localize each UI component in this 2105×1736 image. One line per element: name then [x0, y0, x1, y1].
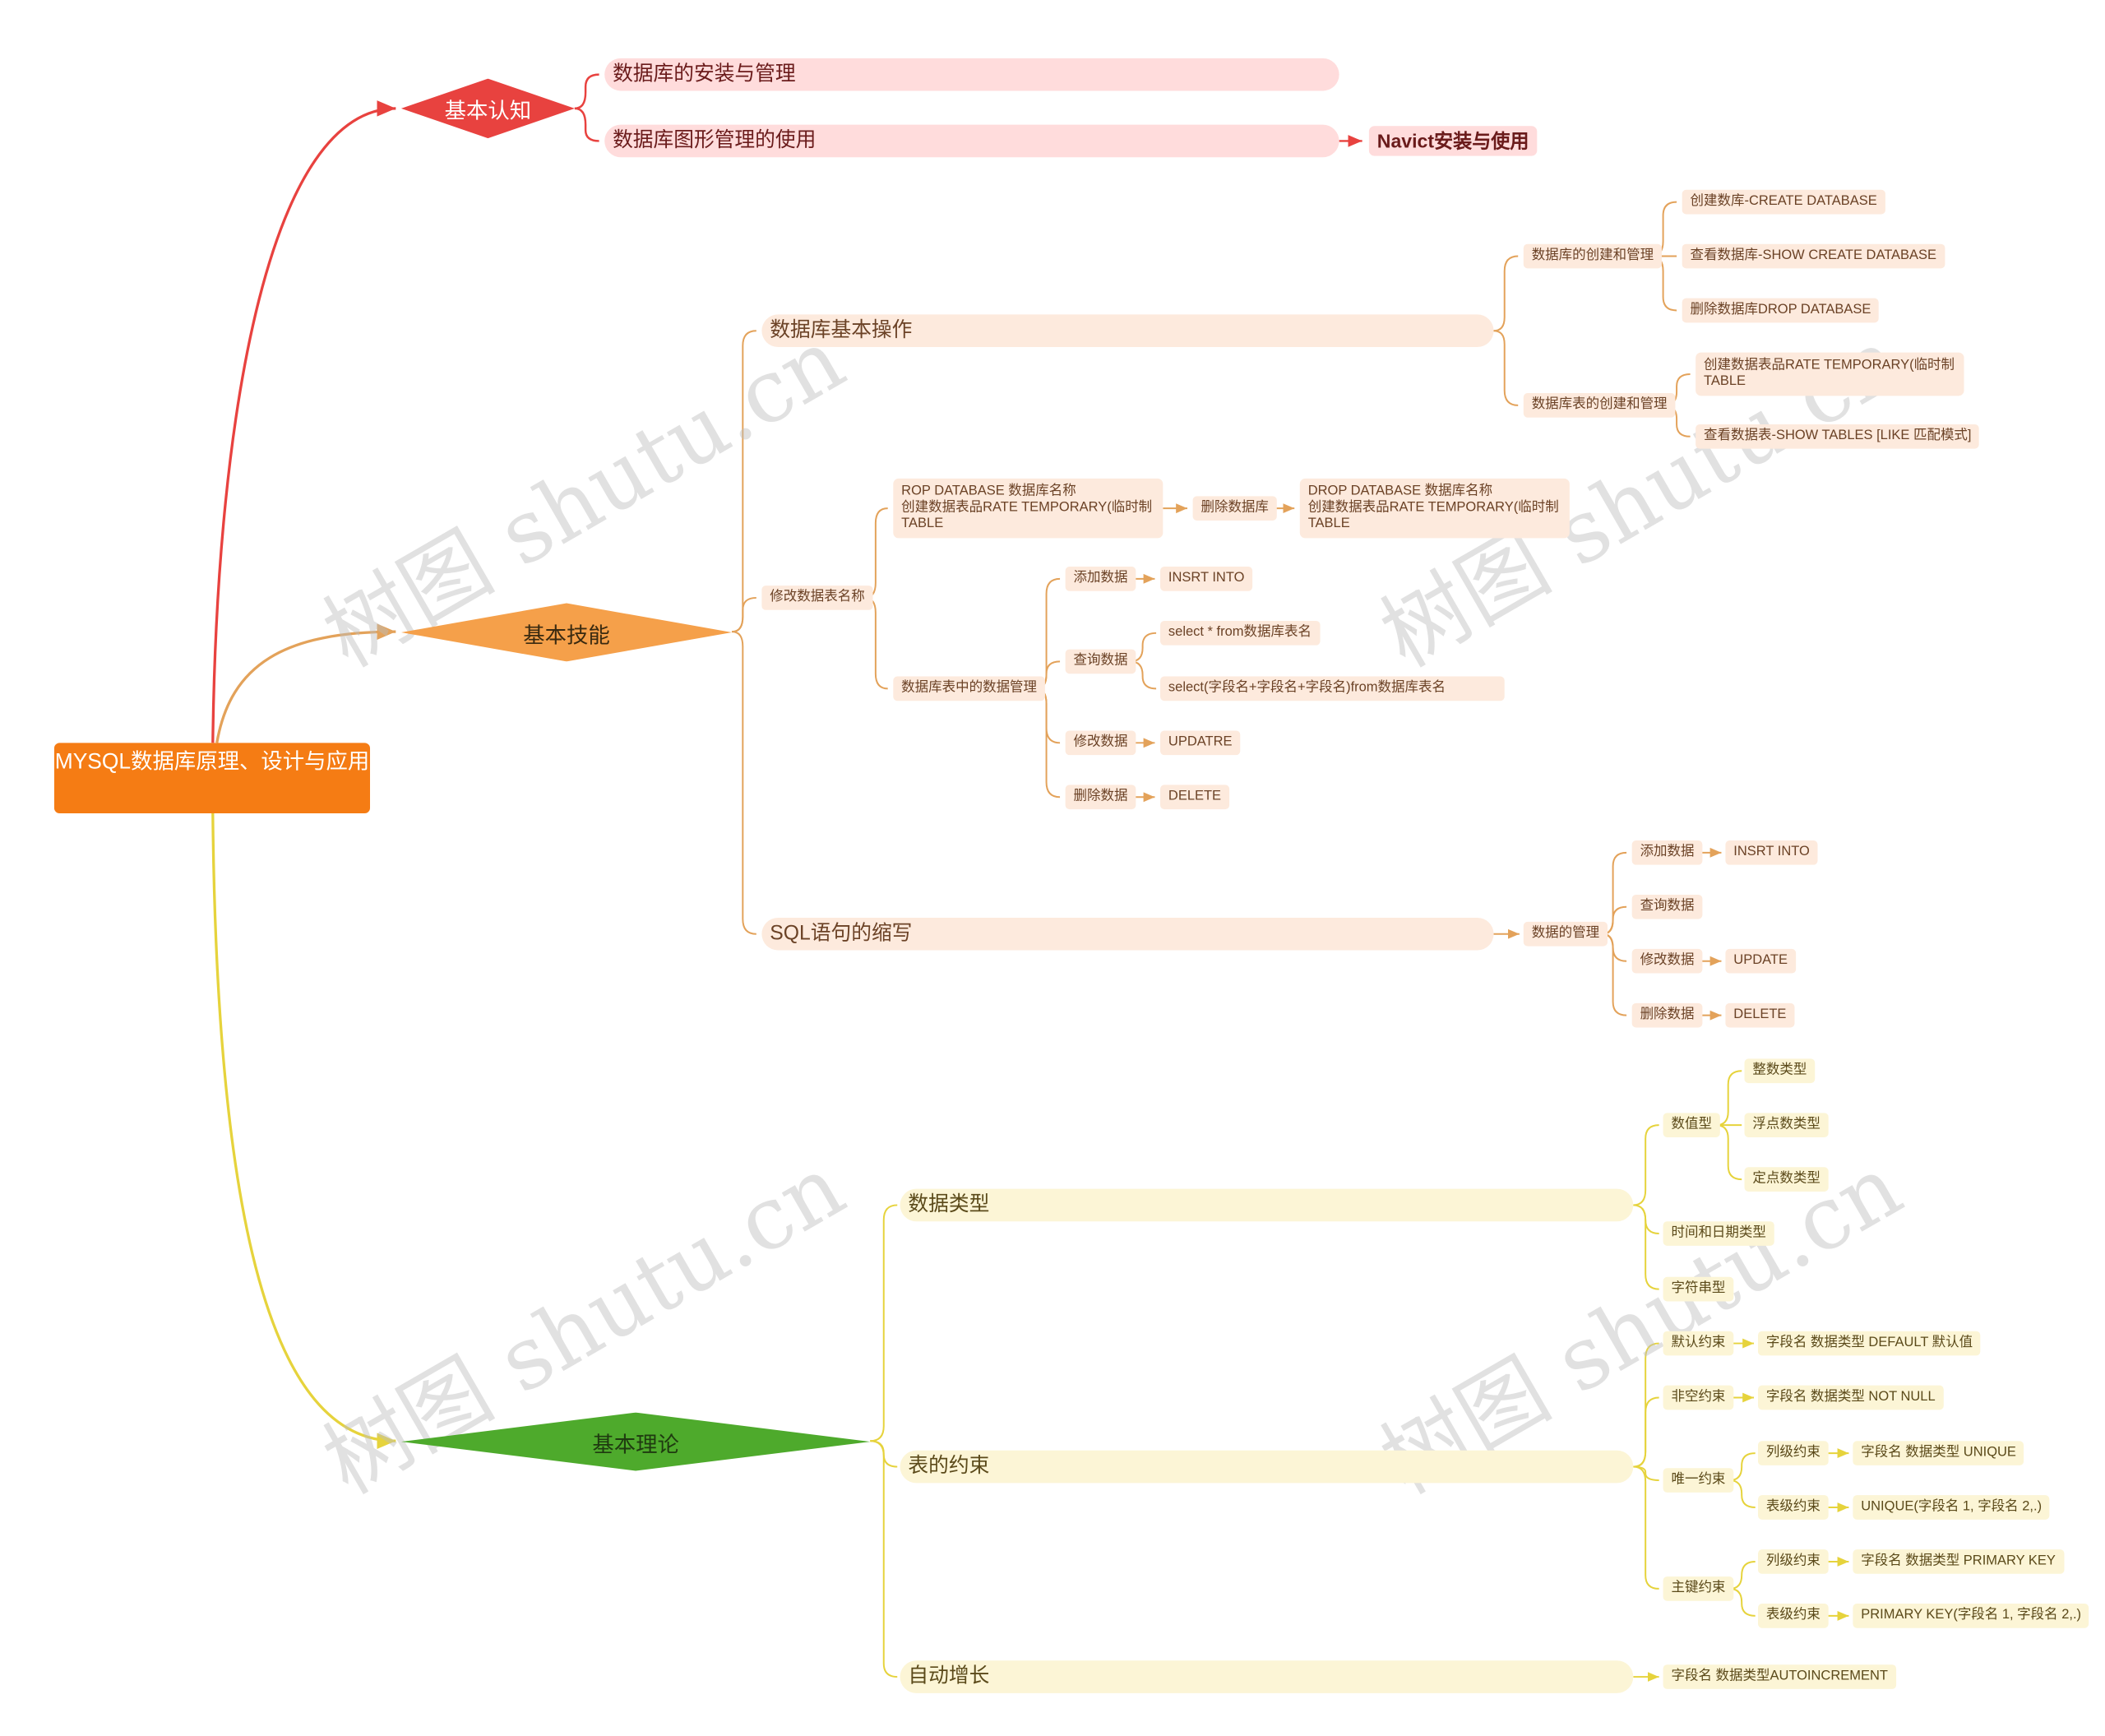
root-topic[interactable]: MYSQL数据库原理、设计与应用 — [53, 743, 371, 814]
item-select-fields[interactable]: select(字段名+字段名+字段名)from数据库表名 — [1160, 676, 1505, 701]
topic-string[interactable]: 字符串型 — [1663, 1276, 1734, 1302]
topic-sql-update[interactable]: 修改数据 — [1631, 948, 1703, 974]
topic-pk-table[interactable]: 表级约束 — [1757, 1604, 1829, 1628]
item-decimal-type[interactable]: 定点数类型 — [1744, 1167, 1829, 1192]
topic-navicat[interactable]: Navict安装与使用 — [1368, 126, 1538, 156]
topic-constraints[interactable]: 表的约束 — [900, 1450, 1634, 1484]
branch-label: 基本认知 — [444, 100, 532, 124]
item-sql-delete[interactable]: DELETE — [1725, 1002, 1795, 1028]
item-drop-block[interactable]: ROP DATABASE 数据库名称 创建数据表品RATE TEMPORARY(… — [893, 478, 1164, 539]
item-unique-column-syntax[interactable]: 字段名 数据类型 UNIQUE — [1853, 1441, 2024, 1465]
item-update[interactable]: UPDATRE — [1160, 730, 1241, 756]
item-sql-update[interactable]: UPDATE — [1725, 948, 1796, 974]
item-sql-insert[interactable]: INSRT INTO — [1725, 840, 1818, 865]
topic-numeric[interactable]: 数值型 — [1663, 1113, 1720, 1138]
topic-auto-increment[interactable]: 自动增长 — [900, 1660, 1634, 1693]
topic-install-manage[interactable]: 数据库的安装与管理 — [604, 58, 1339, 91]
topic-sql-delete[interactable]: 删除数据 — [1631, 1002, 1703, 1028]
branch-basic-skills[interactable]: 基本技能 — [400, 603, 733, 662]
item-drop-result[interactable]: DROP DATABASE 数据库名称 创建数据表品RATE TEMPORARY… — [1299, 478, 1570, 539]
topic-sql-add[interactable]: 添加数据 — [1631, 840, 1703, 865]
topic-unique-column[interactable]: 列级约束 — [1757, 1441, 1829, 1465]
topic-db-create-manage[interactable]: 数据库的创建和管理 — [1523, 243, 1662, 269]
item-auto-increment-syntax[interactable]: 字段名 数据类型AUTOINCREMENT — [1663, 1664, 1896, 1689]
topic-unique-table[interactable]: 表级约束 — [1757, 1495, 1829, 1520]
item-default-syntax[interactable]: 字段名 数据类型 DEFAULT 默认值 — [1757, 1331, 1982, 1356]
topic-query-data[interactable]: 查询数据 — [1065, 649, 1136, 674]
topic-delete-database[interactable]: 删除数据库 — [1192, 496, 1277, 521]
branch-basic-theory[interactable]: 基本理论 — [400, 1412, 871, 1471]
item-select-all[interactable]: select * from数据库表名 — [1160, 620, 1320, 646]
item-create-table[interactable]: 创建数据表品RATE TEMPORARY(临时制 TABLE — [1696, 352, 1964, 396]
topic-data-manage[interactable]: 数据的管理 — [1523, 921, 1608, 947]
topic-delete-data[interactable]: 删除数据 — [1065, 785, 1136, 810]
diamond-shape — [400, 78, 575, 139]
topic-notnull-constraint[interactable]: 非空约束 — [1663, 1385, 1734, 1410]
topic-add-data[interactable]: 添加数据 — [1065, 567, 1136, 591]
topic-table-data-manage[interactable]: 数据库表中的数据管理 — [893, 676, 1045, 701]
topic-update-data[interactable]: 修改数据 — [1065, 730, 1136, 756]
topic-sql-query[interactable]: 查询数据 — [1631, 894, 1703, 919]
topic-gui-manage[interactable]: 数据库图形管理的使用 — [604, 124, 1339, 158]
branch-label: 基本技能 — [523, 624, 610, 648]
branch-basic-cognition[interactable]: 基本认知 — [400, 78, 575, 139]
item-pk-column-syntax[interactable]: 字段名 数据类型 PRIMARY KEY — [1853, 1549, 2064, 1574]
topic-default-constraint[interactable]: 默认约束 — [1663, 1331, 1734, 1356]
topic-table-create-manage[interactable]: 数据库表的创建和管理 — [1523, 393, 1676, 418]
topic-data-types[interactable]: 数据类型 — [900, 1188, 1634, 1222]
item-insert-into[interactable]: INSRT INTO — [1160, 567, 1253, 591]
item-show-create-database[interactable]: 查看数据库-SHOW CREATE DATABASE — [1682, 243, 1945, 269]
diamond-shape — [400, 603, 733, 662]
topic-pk-constraint[interactable]: 主键约束 — [1663, 1576, 1734, 1601]
item-delete[interactable]: DELETE — [1160, 785, 1229, 810]
topic-unique-constraint[interactable]: 唯一约束 — [1663, 1468, 1734, 1493]
branch-label: 基本理论 — [592, 1433, 679, 1457]
diamond-shape — [400, 1412, 871, 1471]
topic-datetime[interactable]: 时间和日期类型 — [1663, 1221, 1774, 1246]
item-show-tables[interactable]: 查看数据表-SHOW TABLES [LIKE 匹配模式] — [1696, 424, 1980, 449]
item-unique-table-syntax[interactable]: UNIQUE(字段名 1, 字段名 2,.) — [1853, 1495, 2050, 1520]
topic-sql-abbrev[interactable]: SQL语句的缩写 — [761, 917, 1494, 951]
topic-db-basic-ops[interactable]: 数据库基本操作 — [761, 314, 1494, 347]
topic-pk-column[interactable]: 列级约束 — [1757, 1549, 1829, 1574]
item-create-database[interactable]: 创建数库-CREATE DATABASE — [1682, 189, 1885, 215]
item-pk-table-syntax[interactable]: PRIMARY KEY(字段名 1, 字段名 2,.) — [1853, 1604, 2089, 1628]
item-drop-database[interactable]: 删除数据库DROP DATABASE — [1682, 298, 1880, 323]
topic-modify-table-name[interactable]: 修改数据表名称 — [761, 586, 873, 610]
item-notnull-syntax[interactable]: 字段名 数据类型 NOT NULL — [1757, 1385, 1944, 1410]
item-float-type[interactable]: 浮点数类型 — [1744, 1113, 1829, 1138]
item-integer-type[interactable]: 整数类型 — [1744, 1058, 1816, 1084]
